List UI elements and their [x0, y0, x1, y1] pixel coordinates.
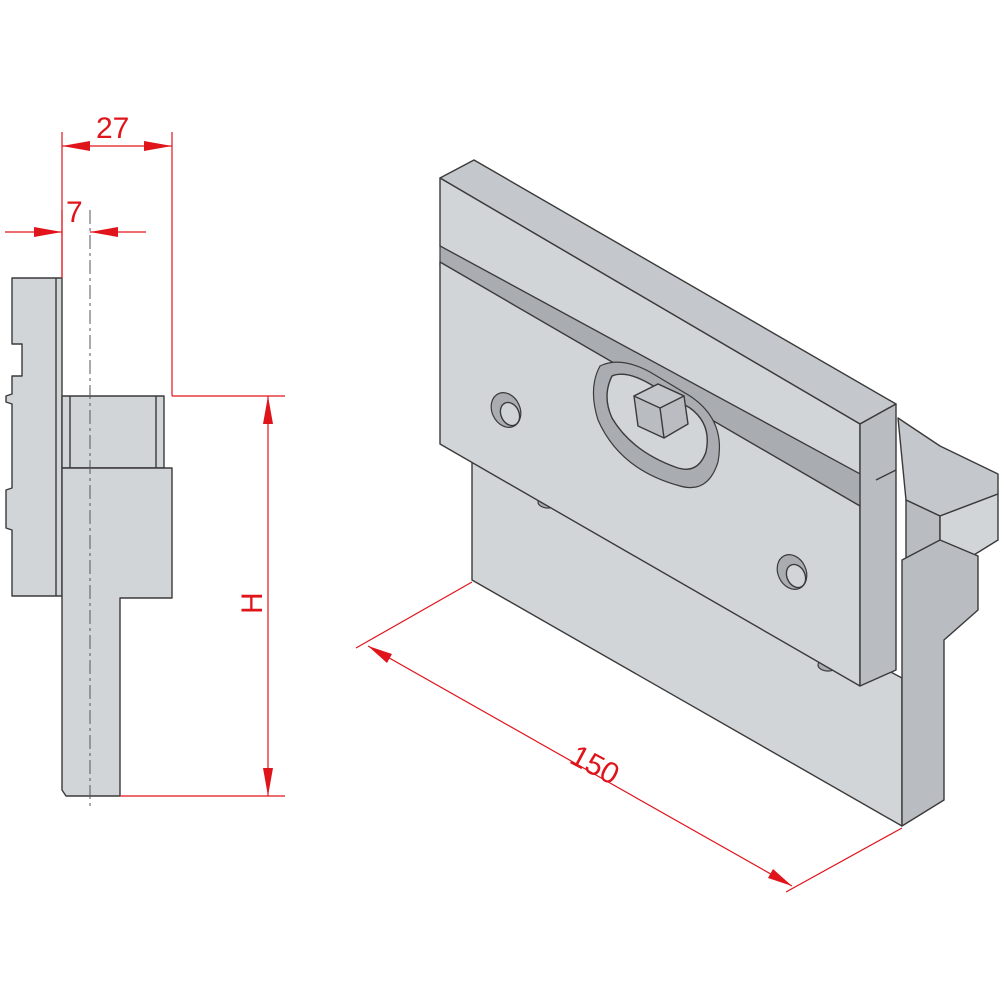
dimension-7: 7	[5, 196, 146, 278]
side-tool-body	[61, 467, 173, 797]
iso-bolt-slot	[592, 361, 721, 489]
dimension-7-label: 7	[66, 196, 83, 229]
dimension-H: H	[120, 395, 285, 797]
iso-clamp-side	[859, 403, 897, 687]
dimension-27: 27	[61, 112, 173, 396]
iso-tool-body-side	[901, 539, 979, 827]
dimension-27-label: 27	[96, 112, 129, 145]
dimension-H-label: H	[236, 592, 269, 614]
side-bolt-head	[61, 395, 165, 469]
iso-screw-hole-left	[490, 392, 522, 428]
hex-bolt-icon	[633, 383, 689, 439]
side-clamp-plate	[5, 277, 63, 597]
side-view: 27 7 H	[5, 112, 285, 808]
iso-screw-hole-right	[776, 554, 808, 590]
dimension-150-label: 150	[565, 739, 625, 792]
isometric-view: 150	[355, 159, 999, 893]
